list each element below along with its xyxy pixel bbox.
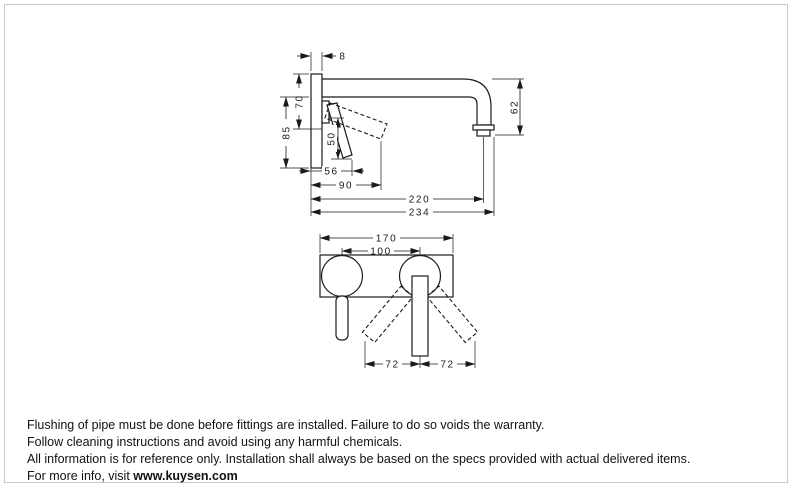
dim-label-234: 234: [409, 208, 431, 219]
dim-plate-height: 85: [280, 96, 309, 169]
spout-swing-right-dashed: [425, 285, 479, 344]
handle-lever-dashed-position: [324, 102, 388, 140]
note-line-3: All information is for reference only. I…: [27, 452, 691, 466]
handle-lever-front: [335, 295, 349, 341]
spout-front: [411, 275, 429, 357]
dim-label-220: 220: [409, 195, 431, 206]
dim-plate-width: 170: [319, 233, 454, 253]
aerator-flange: [472, 124, 495, 131]
side-view: 8 70 85: [280, 52, 524, 219]
note-line-4-prefix: For more info, visit: [27, 469, 134, 483]
installation-notes: Flushing of pipe must be done before fit…: [27, 417, 772, 485]
dim-label-62: 62: [510, 100, 521, 114]
dim-lever-reach: 90: [310, 141, 382, 192]
note-line-1: Flushing of pipe must be done before fit…: [27, 418, 545, 432]
dim-label-85: 85: [282, 125, 293, 139]
dim-label-8: 8: [339, 52, 346, 63]
technical-drawing: 8 70 85: [280, 52, 524, 371]
spout-swing-left-dashed: [361, 285, 415, 344]
dim-label-100: 100: [370, 247, 392, 258]
dim-overall-reach: 234: [310, 137, 495, 219]
dim-spout-height: 70: [293, 73, 322, 130]
wall-plate-side: [310, 73, 323, 169]
dim-label-70: 70: [295, 94, 306, 108]
dim-handle-reach: 56: [299, 160, 364, 178]
dim-handle-drop: 50: [325, 117, 352, 160]
dim-label-50: 50: [327, 131, 338, 145]
dim-outlet-drop: 62: [492, 78, 524, 136]
handle-escutcheon: [320, 254, 364, 298]
dim-label-90: 90: [339, 181, 353, 192]
note-line-4: For more info, visit www.kuysen.com: [27, 468, 772, 485]
spout-profile: [321, 78, 492, 126]
front-view: 170 100: [319, 233, 479, 371]
website-url: www.kuysen.com: [133, 469, 238, 483]
dim-label-170: 170: [376, 234, 398, 245]
aerator-tip: [476, 129, 491, 137]
dim-label-72-left: 72: [385, 360, 399, 371]
note-line-2: Follow cleaning instructions and avoid u…: [27, 435, 403, 449]
dim-label-56: 56: [324, 167, 338, 178]
dim-swing-range: 72 72: [364, 341, 476, 371]
dim-plate-depth: 8: [297, 52, 346, 71]
dim-label-72-right: 72: [440, 360, 454, 371]
dim-spout-reach: 220: [310, 137, 484, 206]
